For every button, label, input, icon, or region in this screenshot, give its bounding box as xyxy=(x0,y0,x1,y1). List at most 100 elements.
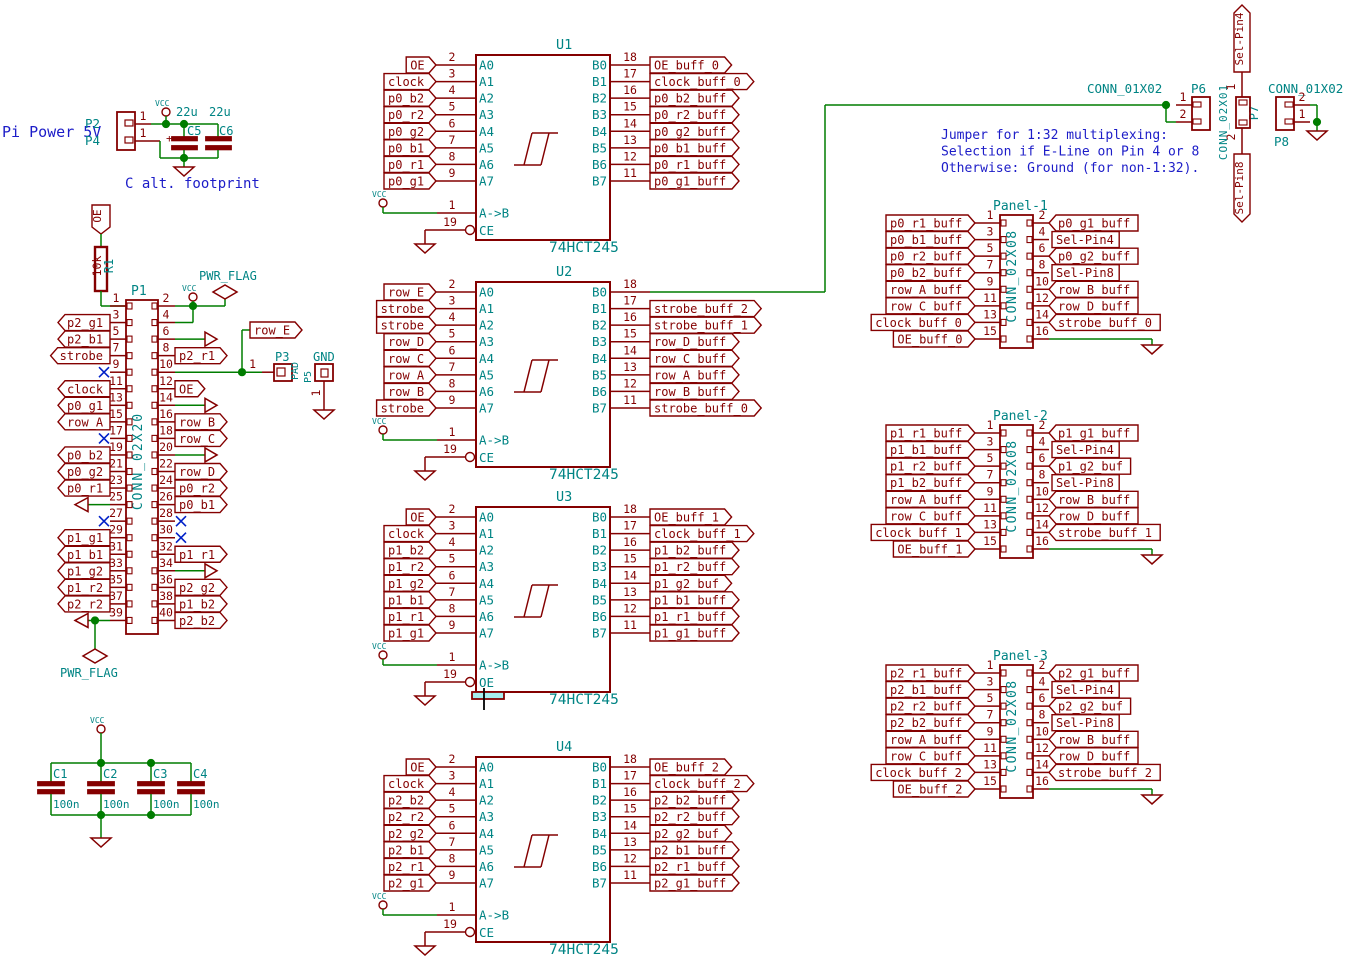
global-label[interactable] xyxy=(383,841,437,859)
global-label[interactable] xyxy=(174,595,228,613)
capacitor-symbol[interactable] xyxy=(171,145,198,151)
global-label[interactable] xyxy=(885,747,976,765)
global-label[interactable] xyxy=(649,607,740,626)
global-label[interactable] xyxy=(383,155,437,174)
global-label[interactable] xyxy=(49,346,111,365)
gnd-symbol-icon[interactable] xyxy=(413,695,437,707)
global-label[interactable] xyxy=(383,624,437,642)
global-label[interactable] xyxy=(383,89,437,107)
gnd-symbol-icon[interactable] xyxy=(312,409,336,421)
global-label[interactable] xyxy=(885,280,976,298)
global-label[interactable] xyxy=(174,429,228,448)
global-label[interactable] xyxy=(885,664,976,682)
gnd-arrow-icon[interactable] xyxy=(204,446,219,464)
global-label[interactable] xyxy=(649,399,763,417)
global-label[interactable] xyxy=(885,424,976,442)
global-label[interactable] xyxy=(885,297,976,315)
global-label[interactable] xyxy=(885,697,976,715)
global-label[interactable] xyxy=(649,824,733,842)
p1-connector-symbol[interactable] xyxy=(125,299,159,635)
p6-connector-symbol[interactable] xyxy=(1191,96,1211,131)
global-label[interactable] xyxy=(375,316,437,334)
capacitor-symbol[interactable] xyxy=(87,789,115,795)
global-label[interactable] xyxy=(885,680,976,699)
p5-pad-symbol[interactable] xyxy=(314,363,334,382)
global-label[interactable] xyxy=(383,382,437,401)
gnd-symbol-icon[interactable] xyxy=(1305,130,1329,142)
global-label[interactable] xyxy=(383,122,437,140)
gnd-symbol-icon[interactable] xyxy=(172,166,196,178)
global-label[interactable] xyxy=(174,479,228,497)
global-label[interactable] xyxy=(383,524,437,543)
global-label[interactable] xyxy=(892,330,976,348)
global-label[interactable] xyxy=(57,313,111,332)
c-alt-footprint-note[interactable]: C alt. footprint xyxy=(125,176,260,192)
gnd-arrow-icon[interactable] xyxy=(73,612,89,629)
global-label[interactable] xyxy=(57,396,111,414)
capacitor-symbol[interactable] xyxy=(177,781,205,787)
global-label[interactable] xyxy=(649,155,740,174)
capacitor-symbol[interactable] xyxy=(177,789,205,795)
capacitor-symbol[interactable] xyxy=(37,781,65,787)
pwr-flag-icon[interactable] xyxy=(211,284,239,300)
global-label[interactable] xyxy=(885,457,976,475)
global-label[interactable] xyxy=(57,578,111,597)
global-label[interactable] xyxy=(174,346,228,365)
global-label[interactable] xyxy=(885,490,976,508)
pi-power-note[interactable]: Pi Power 5V xyxy=(2,123,101,141)
global-label[interactable] xyxy=(174,462,228,481)
global-label[interactable] xyxy=(174,495,228,514)
global-label[interactable] xyxy=(383,172,437,190)
global-label[interactable] xyxy=(174,545,228,563)
global-label[interactable] xyxy=(649,541,740,559)
global-label[interactable] xyxy=(383,106,437,124)
global-label[interactable] xyxy=(383,591,437,609)
capacitor-symbol[interactable] xyxy=(137,789,165,795)
global-label[interactable] xyxy=(57,595,111,613)
global-label[interactable] xyxy=(91,204,111,235)
global-label[interactable] xyxy=(383,791,437,809)
global-label[interactable] xyxy=(885,474,976,492)
global-label[interactable] xyxy=(383,139,437,157)
global-label[interactable] xyxy=(383,283,437,301)
p7-connector-symbol[interactable] xyxy=(1235,96,1251,129)
global-label[interactable] xyxy=(649,758,733,776)
global-label[interactable] xyxy=(649,122,740,140)
capacitor-symbol[interactable] xyxy=(137,781,165,787)
global-label[interactable] xyxy=(649,624,740,642)
global-label[interactable] xyxy=(383,607,437,626)
global-label[interactable] xyxy=(649,574,733,592)
global-label[interactable] xyxy=(649,841,740,859)
global-label[interactable] xyxy=(405,758,437,776)
gnd-symbol-icon[interactable] xyxy=(413,243,437,255)
p2-connector-symbol[interactable] xyxy=(116,111,136,151)
global-label[interactable] xyxy=(57,479,111,497)
p8-connector-symbol[interactable] xyxy=(1275,96,1295,131)
global-label[interactable] xyxy=(405,508,437,526)
vcc-symbol-icon[interactable] xyxy=(378,900,388,910)
global-label[interactable] xyxy=(1048,523,1161,542)
global-label[interactable] xyxy=(1233,4,1251,73)
note-text[interactable]: Otherwise: Ground (for non-1:32). xyxy=(941,161,1199,176)
global-label[interactable] xyxy=(383,808,437,826)
global-label[interactable] xyxy=(383,857,437,876)
global-label[interactable] xyxy=(383,574,437,592)
global-label[interactable] xyxy=(57,330,111,348)
global-label[interactable] xyxy=(649,72,755,91)
vcc-symbol-icon[interactable] xyxy=(96,724,106,734)
global-label[interactable] xyxy=(1048,313,1161,332)
global-label[interactable] xyxy=(649,808,740,826)
global-label[interactable] xyxy=(649,333,740,351)
capacitor-symbol[interactable] xyxy=(87,781,115,787)
global-label[interactable] xyxy=(870,313,976,332)
note-text[interactable]: Jumper for 1:32 multiplexing: xyxy=(941,128,1168,143)
global-label[interactable] xyxy=(57,380,111,398)
vcc-symbol-icon[interactable] xyxy=(378,425,388,435)
global-label[interactable] xyxy=(649,382,740,401)
global-label[interactable] xyxy=(649,172,740,190)
panel-connector-symbol[interactable] xyxy=(999,664,1034,799)
capacitor-symbol[interactable] xyxy=(37,789,65,795)
global-label[interactable] xyxy=(383,541,437,559)
global-label[interactable] xyxy=(1233,153,1251,223)
